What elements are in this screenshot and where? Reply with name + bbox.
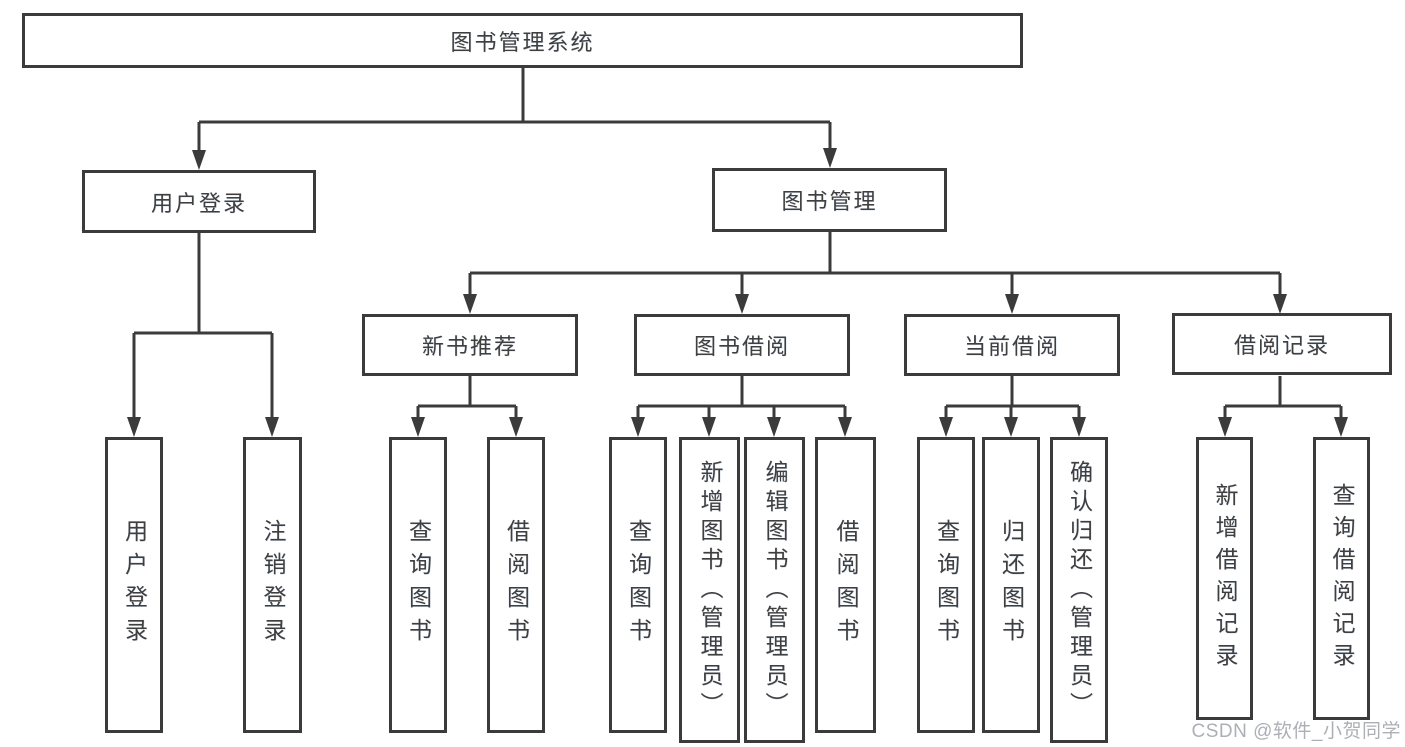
leaf-query-borrow-record-label: 查询借阅记录 xyxy=(1329,482,1355,675)
leaf-query-books-current-label: 查询图书 xyxy=(933,519,960,651)
leaf-confirm-return-admin: 确认归还（管理员） xyxy=(1050,437,1108,743)
leaf-edit-book-admin: 编辑图书（管理员） xyxy=(744,437,805,743)
node-borrowing-records-label: 借阅记录 xyxy=(1233,333,1330,358)
leaf-add-book-admin-label: 新增图书（管理员） xyxy=(697,459,723,721)
leaf-query-books-recommend-label: 查询图书 xyxy=(405,519,432,651)
node-book-borrowing: 图书借阅 xyxy=(634,314,850,376)
node-user-login-label: 用户登录 xyxy=(150,190,247,216)
node-library-management-system-label: 图书管理系统 xyxy=(450,29,595,55)
node-book-management: 图书管理 xyxy=(712,168,947,232)
node-new-book-recommend-label: 新书推荐 xyxy=(421,334,518,359)
leaf-borrow-books-borrowing-label: 借阅图书 xyxy=(833,519,859,651)
leaf-query-books-borrowing: 查询图书 xyxy=(609,437,667,733)
leaf-add-borrow-record: 新增借阅记录 xyxy=(1196,437,1253,720)
leaf-query-books-current: 查询图书 xyxy=(917,437,975,733)
leaf-return-book: 归还图书 xyxy=(982,437,1040,733)
leaf-user-login: 用户登录 xyxy=(105,437,163,733)
node-new-book-recommend: 新书推荐 xyxy=(362,314,578,376)
node-library-management-system: 图书管理系统 xyxy=(22,13,1023,68)
leaf-user-login-label: 用户登录 xyxy=(121,519,148,651)
node-user-login: 用户登录 xyxy=(82,170,316,233)
leaf-borrow-books-recommend: 借阅图书 xyxy=(487,437,545,733)
leaf-add-borrow-record-label: 新增借阅记录 xyxy=(1212,482,1238,675)
leaf-logout-label: 注销登录 xyxy=(260,519,286,651)
node-book-borrowing-label: 图书借阅 xyxy=(693,334,790,359)
leaf-query-books-borrowing-label: 查询图书 xyxy=(625,519,652,651)
leaf-query-borrow-record: 查询借阅记录 xyxy=(1313,437,1370,720)
leaf-edit-book-admin-label: 编辑图书（管理员） xyxy=(762,459,788,721)
node-current-borrowing-label: 当前借阅 xyxy=(963,334,1060,359)
node-book-management-label: 图书管理 xyxy=(781,189,878,214)
leaf-query-books-recommend: 查询图书 xyxy=(389,437,447,733)
leaf-logout: 注销登录 xyxy=(243,437,302,733)
leaf-borrow-books-recommend-label: 借阅图书 xyxy=(503,519,530,651)
node-borrowing-records: 借阅记录 xyxy=(1172,313,1392,375)
leaf-borrow-books-borrowing: 借阅图书 xyxy=(815,437,876,733)
csdn-watermark: CSDN @软件_小贺同学 xyxy=(1191,721,1401,742)
leaf-add-book-admin: 新增图书（管理员） xyxy=(679,437,740,743)
leaf-return-book-label: 归还图书 xyxy=(998,519,1025,651)
leaf-confirm-return-admin-label: 确认归还（管理员） xyxy=(1066,459,1093,721)
node-current-borrowing: 当前借阅 xyxy=(904,314,1120,376)
